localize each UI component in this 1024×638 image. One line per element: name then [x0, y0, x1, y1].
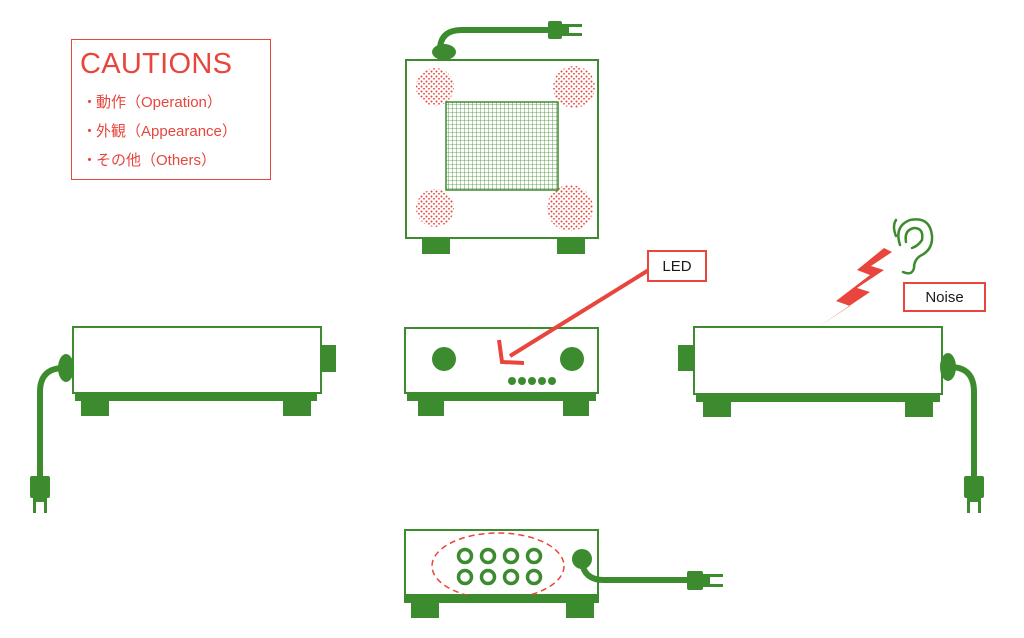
- back-base: [404, 595, 599, 603]
- top-view-foot-left: [422, 238, 450, 254]
- left-side-body: [72, 326, 322, 394]
- bullet-icon: ・: [82, 152, 98, 169]
- terminal-icon: [525, 568, 543, 586]
- led-indicator: [538, 377, 546, 385]
- terminal-icon: [456, 547, 474, 565]
- cautions-item: ・動作（Operation）: [82, 94, 237, 123]
- terminal-icon: [479, 568, 497, 586]
- front-view-device: [404, 327, 599, 416]
- back-cable: [579, 559, 693, 583]
- led-indicator: [528, 377, 536, 385]
- lightning-bolt-icon: [818, 248, 892, 327]
- rubber-foot-bottom-right: [547, 185, 593, 231]
- terminal-icon: [525, 547, 543, 565]
- terminal-icon: [479, 547, 497, 565]
- left-side-foot-right: [283, 401, 311, 416]
- top-view-cable-grommet: [432, 44, 456, 60]
- right-side-base: [696, 394, 940, 402]
- noise-label: Noise: [903, 282, 986, 312]
- right-side-foot-right: [905, 402, 933, 417]
- led-indicator: [548, 377, 556, 385]
- cautions-item-text: その他（Others）: [96, 152, 217, 169]
- cautions-box: CAUTIONS ・動作（Operation） ・外観（Appearance） …: [71, 39, 271, 180]
- right-side-cable: [947, 364, 977, 481]
- left-side-connector: [321, 345, 336, 372]
- rubber-foot-top-left: [416, 68, 454, 106]
- terminal-icon: [456, 568, 474, 586]
- cautions-title: CAUTIONS: [80, 48, 233, 80]
- cautions-item: ・その他（Others）: [82, 152, 237, 181]
- front-knob-right: [560, 347, 584, 371]
- cautions-list: ・動作（Operation） ・外観（Appearance） ・その他（Othe…: [82, 94, 237, 181]
- back-view-device: [404, 529, 723, 618]
- ventilation-grid: [445, 101, 559, 191]
- front-base: [407, 393, 596, 401]
- terminal-icon: [502, 568, 520, 586]
- led-callout-arrow: [497, 266, 654, 365]
- front-knob-left: [432, 347, 456, 371]
- back-terminal-row-top: [456, 547, 543, 565]
- led-indicator: [518, 377, 526, 385]
- left-side-plug-icon: [30, 476, 50, 513]
- right-side-view-device: [678, 326, 984, 513]
- cautions-item: ・外観（Appearance）: [82, 123, 237, 152]
- led-indicator: [508, 377, 516, 385]
- terminal-highlight: [431, 532, 565, 600]
- cautions-item-text: 動作（Operation）: [96, 94, 222, 111]
- top-view-device: [405, 21, 599, 254]
- left-side-foot-left: [81, 401, 109, 416]
- led-label: LED: [647, 250, 707, 282]
- right-side-connector: [678, 345, 694, 371]
- back-body: [404, 529, 599, 596]
- back-terminal-row-bottom: [456, 568, 543, 586]
- right-side-plug-icon: [964, 476, 984, 513]
- terminal-icon: [502, 547, 520, 565]
- left-side-cable: [37, 365, 67, 481]
- cautions-item-text: 外観（Appearance）: [96, 123, 237, 140]
- back-plug-icon: [687, 571, 723, 590]
- top-view-cable: [437, 27, 553, 53]
- ear-icon: [892, 218, 934, 275]
- left-side-base: [75, 393, 317, 401]
- rubber-foot-top-right: [553, 66, 595, 108]
- right-side-body: [693, 326, 943, 395]
- front-foot-left: [418, 401, 444, 416]
- back-foot-right: [566, 603, 594, 618]
- front-foot-right: [563, 401, 589, 416]
- bullet-icon: ・: [82, 94, 98, 111]
- bullet-icon: ・: [82, 123, 98, 140]
- front-led-row: [508, 377, 556, 385]
- back-foot-left: [411, 603, 439, 618]
- rubber-foot-bottom-left: [416, 189, 454, 227]
- right-side-foot-left: [703, 402, 731, 417]
- top-view-foot-right: [557, 238, 585, 254]
- left-side-view-device: [30, 326, 336, 513]
- top-view-plug-icon: [548, 21, 582, 39]
